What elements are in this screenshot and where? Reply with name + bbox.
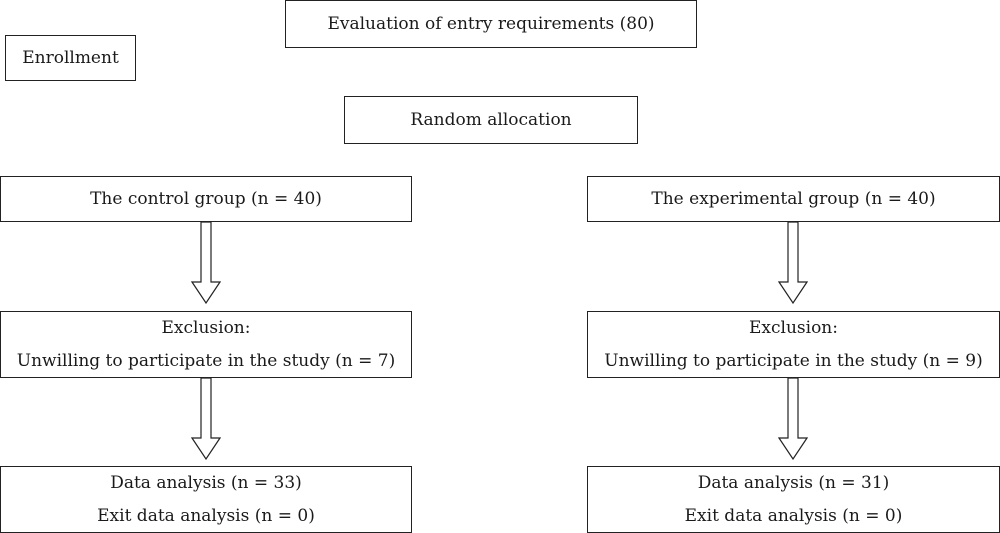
control-analysis-label: Data analysis (n = 33) bbox=[110, 472, 302, 493]
experimental-arrow-down-1 bbox=[778, 222, 808, 304]
control-arrow-down-1 bbox=[191, 222, 221, 304]
control-exclusion-box: Exclusion: Unwilling to participate in t… bbox=[0, 311, 412, 378]
control-exclusion-title: Exclusion: bbox=[161, 317, 251, 338]
control-group-box: The control group (n = 40) bbox=[0, 176, 412, 222]
control-group-label: The control group (n = 40) bbox=[90, 188, 322, 209]
experimental-arrow-down-2 bbox=[778, 378, 808, 460]
control-analysis-box: Data analysis (n = 33) Exit data analysi… bbox=[0, 466, 412, 533]
control-exclusion-detail: Unwilling to participate in the study (n… bbox=[16, 350, 396, 371]
evaluation-label: Evaluation of entry requirements (80) bbox=[327, 13, 655, 34]
experimental-analysis-box: Data analysis (n = 31) Exit data analysi… bbox=[587, 466, 1000, 533]
control-arrow-down-2 bbox=[191, 378, 221, 460]
experimental-group-box: The experimental group (n = 40) bbox=[587, 176, 1000, 222]
experimental-exclusion-detail: Unwilling to participate in the study (n… bbox=[604, 350, 983, 371]
experimental-group-label: The experimental group (n = 40) bbox=[651, 188, 936, 209]
enrollment-box: Enrollment bbox=[5, 35, 136, 81]
experimental-exit-label: Exit data analysis (n = 0) bbox=[684, 505, 903, 526]
control-exit-label: Exit data analysis (n = 0) bbox=[97, 505, 315, 526]
enrollment-label: Enrollment bbox=[22, 47, 119, 68]
experimental-analysis-label: Data analysis (n = 31) bbox=[697, 472, 890, 493]
evaluation-box: Evaluation of entry requirements (80) bbox=[285, 0, 697, 48]
random-allocation-label: Random allocation bbox=[410, 109, 572, 130]
experimental-exclusion-title: Exclusion: bbox=[749, 317, 838, 338]
random-allocation-box: Random allocation bbox=[344, 96, 638, 144]
experimental-exclusion-box: Exclusion: Unwilling to participate in t… bbox=[587, 311, 1000, 378]
